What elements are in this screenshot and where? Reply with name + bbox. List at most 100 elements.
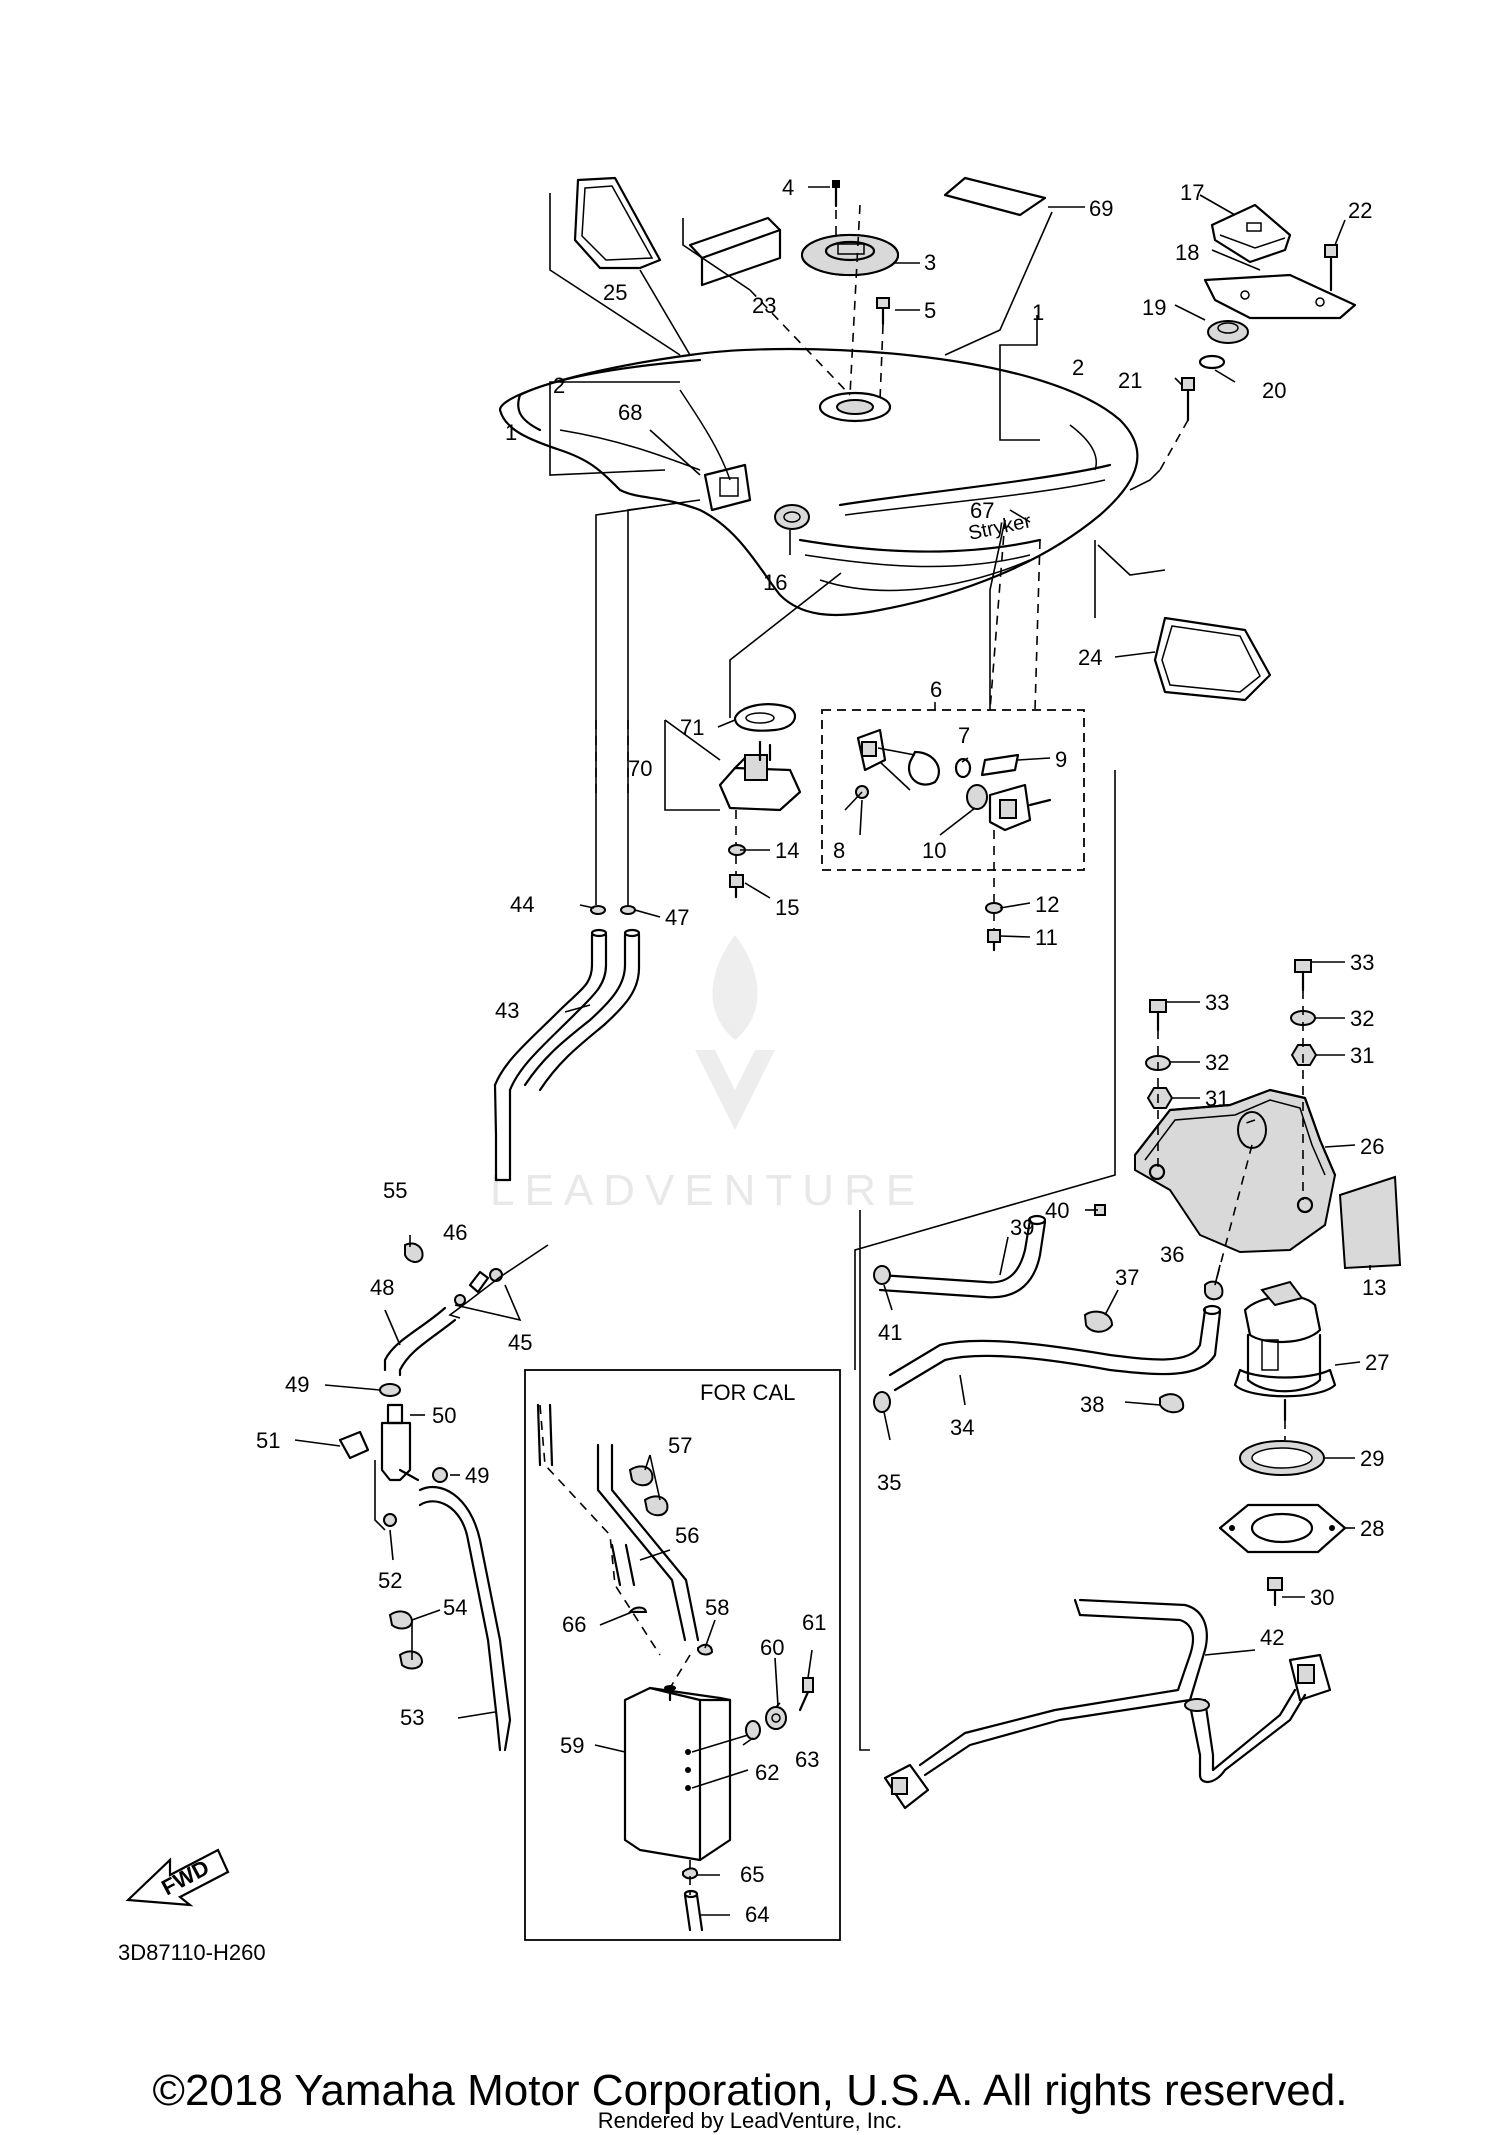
callout-41: 41 bbox=[878, 1320, 902, 1345]
nut-31b bbox=[1290, 1044, 1318, 1066]
callout-11: 11 bbox=[1035, 925, 1058, 950]
foam-strip-23 bbox=[688, 216, 782, 287]
callout-16: 16 bbox=[763, 570, 787, 595]
washer-62-63 bbox=[745, 1706, 787, 1740]
callout-60: 60 bbox=[760, 1635, 784, 1660]
clip-49a bbox=[379, 1383, 401, 1397]
side-cover-24 bbox=[1153, 616, 1272, 702]
for-cal-label: FOR CAL bbox=[700, 1380, 795, 1405]
joint-46 bbox=[454, 1268, 503, 1306]
bolt-33b bbox=[1294, 959, 1312, 992]
for-cal-box bbox=[524, 1369, 841, 1941]
callout-7: 7 bbox=[958, 723, 970, 748]
callout-38: 38 bbox=[1080, 1392, 1104, 1417]
callout-40: 40 bbox=[1045, 1198, 1069, 1223]
callout-18: 18 bbox=[1175, 240, 1199, 265]
clip-41 bbox=[873, 1265, 891, 1285]
callout-44: 44 bbox=[510, 892, 534, 917]
bolt-21 bbox=[1181, 377, 1195, 422]
callout-32: 32 bbox=[1350, 1006, 1374, 1031]
reference-line-45 bbox=[454, 1284, 522, 1322]
callout-1: 1 bbox=[505, 420, 517, 445]
callout-10: 10 bbox=[922, 838, 946, 863]
canister-59 bbox=[623, 1685, 749, 1862]
callout-54: 54 bbox=[443, 1595, 467, 1620]
callout-33: 33 bbox=[1350, 950, 1374, 975]
fuel-cock-parts bbox=[844, 728, 1052, 832]
bolt-30 bbox=[1267, 1577, 1283, 1607]
reference-line-36 bbox=[1214, 1144, 1253, 1286]
callout-37: 37 bbox=[1115, 1265, 1139, 1290]
callout-25: 25 bbox=[603, 280, 627, 305]
callout-27: 27 bbox=[1365, 1350, 1389, 1375]
callout-50: 50 bbox=[432, 1403, 456, 1428]
plate-28 bbox=[1218, 1503, 1347, 1554]
callout-61: 61 bbox=[802, 1610, 826, 1635]
hoses-56 bbox=[536, 1403, 700, 1656]
gasket-29 bbox=[1239, 1440, 1325, 1476]
callout-15: 15 bbox=[775, 895, 799, 920]
callout-6: 6 bbox=[930, 677, 942, 702]
fuel-hose-42 bbox=[883, 1598, 1332, 1810]
damper-19 bbox=[1207, 320, 1249, 344]
screw-4 bbox=[832, 180, 840, 208]
callout-2: 2 bbox=[1072, 355, 1084, 380]
callout-36: 36 bbox=[1160, 1242, 1184, 1267]
clip-55 bbox=[404, 1242, 424, 1263]
callout-67: 67 bbox=[970, 498, 994, 523]
clip-35 bbox=[873, 1391, 891, 1413]
screw-5 bbox=[876, 297, 890, 326]
callout-63: 63 bbox=[795, 1747, 819, 1772]
callout-49: 49 bbox=[465, 1463, 489, 1488]
callout-24: 24 bbox=[1078, 645, 1102, 670]
callout-3: 3 bbox=[924, 250, 936, 275]
callout-labels bbox=[294, 186, 1371, 1916]
side-cover-25 bbox=[573, 176, 662, 270]
hose-48 bbox=[383, 1306, 457, 1377]
leadventure-watermark: LEADVENTURE bbox=[490, 935, 925, 1215]
reference-line-26 bbox=[1239, 1119, 1256, 1126]
screw-52 bbox=[383, 1513, 397, 1527]
callout-19: 19 bbox=[1142, 295, 1166, 320]
bracket-70 bbox=[718, 703, 802, 812]
callout-57: 57 bbox=[668, 1433, 692, 1458]
callout-5: 5 bbox=[924, 298, 936, 323]
washer-20 bbox=[1198, 354, 1226, 370]
diagram-code: 3D87110-H260 bbox=[118, 1940, 266, 1965]
callout-47: 47 bbox=[665, 905, 689, 930]
callout-69: 69 bbox=[1089, 196, 1113, 221]
callout-56: 56 bbox=[675, 1523, 699, 1548]
callout-29: 29 bbox=[1360, 1446, 1384, 1471]
callout-66: 66 bbox=[562, 1612, 586, 1637]
callout-31: 31 bbox=[1350, 1043, 1374, 1068]
bolt-11 bbox=[987, 929, 1001, 952]
reference-lines-middle bbox=[595, 499, 1116, 1751]
callout-59: 59 bbox=[560, 1733, 584, 1758]
reference-lines-top bbox=[549, 193, 1189, 618]
callout-8: 8 bbox=[833, 838, 845, 863]
callout-43: 43 bbox=[495, 998, 519, 1023]
callout-70: 70 bbox=[628, 756, 652, 781]
callout-1: 1 bbox=[1032, 300, 1044, 325]
bolt-22 bbox=[1324, 244, 1338, 292]
callout-20: 20 bbox=[1262, 378, 1286, 403]
hose-39 bbox=[878, 1214, 1047, 1299]
callout-42: 42 bbox=[1260, 1625, 1284, 1650]
cover-26 bbox=[1133, 1088, 1337, 1254]
callout-21: 21 bbox=[1118, 368, 1142, 393]
pad-13 bbox=[1338, 1175, 1402, 1270]
callout-49: 49 bbox=[285, 1372, 309, 1397]
watermark-text: LEADVENTURE bbox=[490, 1166, 925, 1215]
reference-line-59 bbox=[669, 1654, 691, 1689]
filler-cap-3 bbox=[800, 233, 900, 277]
reference-line-46 bbox=[448, 1244, 549, 1319]
callout-58: 58 bbox=[705, 1595, 729, 1620]
hose-53 bbox=[418, 1485, 512, 1752]
plate-18 bbox=[1203, 273, 1357, 320]
callout-17: 17 bbox=[1180, 180, 1204, 205]
callout-68: 68 bbox=[618, 400, 642, 425]
callout-48: 48 bbox=[370, 1275, 394, 1300]
callout-26: 26 bbox=[1360, 1134, 1384, 1159]
clip-57 bbox=[628, 1465, 669, 1517]
